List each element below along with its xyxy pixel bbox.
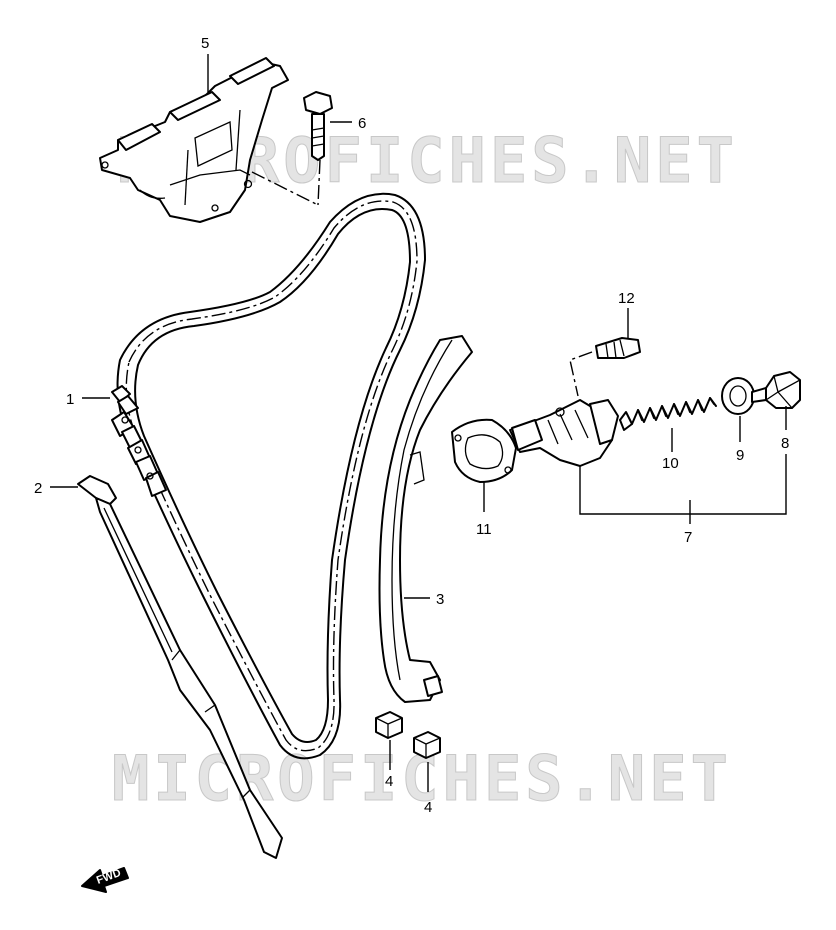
chain-link-detail bbox=[111, 385, 167, 497]
part-3-chain-tensioner-guide[interactable] bbox=[378, 335, 473, 703]
part-12-bolt[interactable] bbox=[595, 337, 641, 359]
part-11-gasket[interactable] bbox=[451, 418, 517, 483]
part-7-tensioner-adjuster[interactable] bbox=[509, 399, 619, 467]
callouts: 5 6 1 2 3 4 4 12 11 10 9 8 7 bbox=[34, 35, 789, 816]
callout-9: 9 bbox=[736, 447, 744, 464]
part-10-spring[interactable] bbox=[619, 397, 717, 431]
callout-4b: 4 bbox=[424, 799, 432, 816]
callout-5: 5 bbox=[201, 35, 209, 52]
part-8-cap-bolt[interactable] bbox=[751, 371, 801, 409]
callout-10: 10 bbox=[662, 455, 679, 472]
part-4-damper-a[interactable] bbox=[375, 711, 403, 739]
part-4-damper-b[interactable] bbox=[413, 731, 441, 759]
callout-4a: 4 bbox=[385, 773, 393, 790]
part-6-bolt[interactable] bbox=[303, 91, 333, 161]
part-2-chain-guide-front[interactable] bbox=[77, 475, 283, 859]
callout-1: 1 bbox=[66, 391, 74, 408]
leader-lines bbox=[50, 54, 787, 792]
callout-3: 3 bbox=[436, 591, 444, 608]
fwd-direction-arrow: FWD bbox=[81, 867, 129, 893]
callout-2: 2 bbox=[34, 480, 42, 497]
part-5-chain-guide-upper[interactable] bbox=[99, 57, 289, 223]
callout-11: 11 bbox=[476, 521, 492, 538]
bolt-12-alignment-line bbox=[569, 351, 593, 397]
callout-8: 8 bbox=[781, 435, 789, 452]
bolt-6-alignment-line bbox=[251, 159, 321, 206]
callout-12: 12 bbox=[618, 290, 635, 307]
callout-7: 7 bbox=[684, 529, 692, 546]
part-9-washer[interactable] bbox=[721, 377, 755, 415]
callout-6: 6 bbox=[358, 115, 366, 132]
part-1-cam-chain[interactable] bbox=[116, 192, 426, 760]
